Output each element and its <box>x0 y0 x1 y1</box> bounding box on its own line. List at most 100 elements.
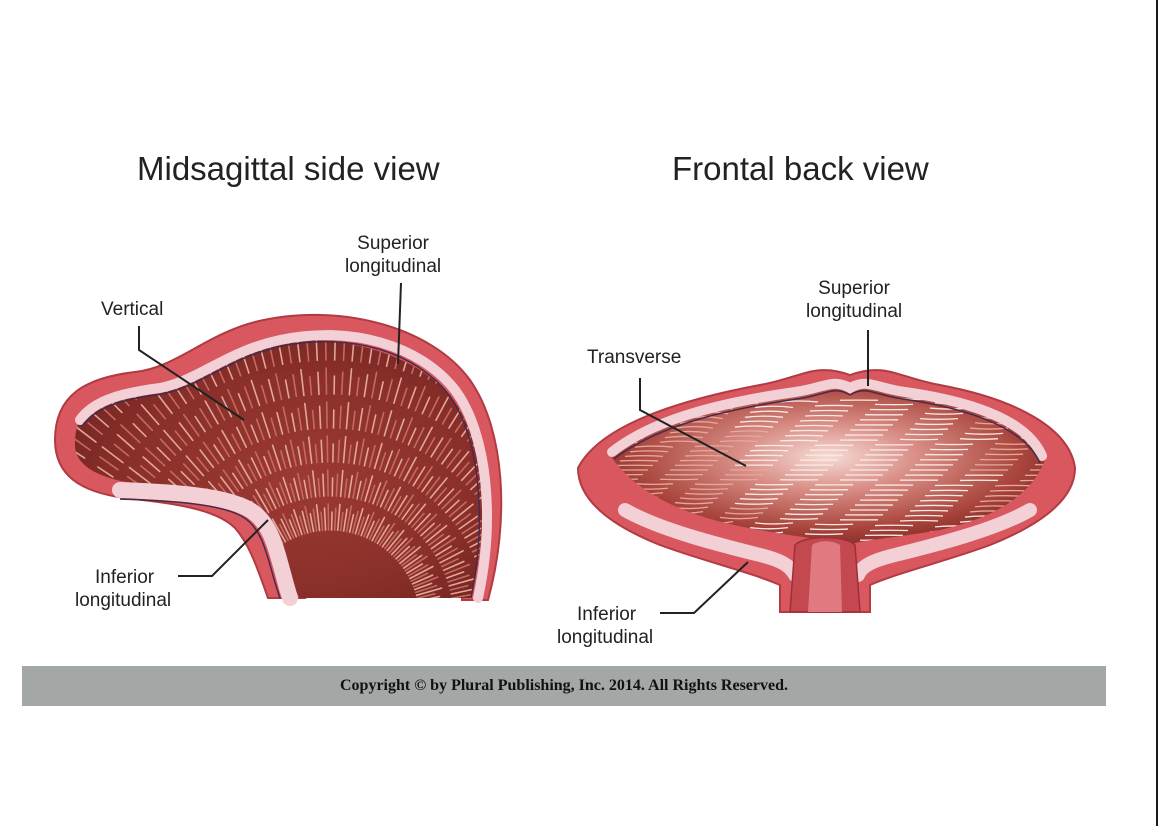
side-fiber-stroke <box>250 379 261 407</box>
page-right-border <box>1156 0 1158 826</box>
side-fiber-stroke <box>163 429 182 451</box>
side-fiber-stroke <box>293 477 301 501</box>
front-fiber-stroke <box>1050 532 1088 534</box>
side-fiber-stroke <box>419 605 437 608</box>
side-fiber-stroke <box>551 568 573 573</box>
side-fiber-stroke <box>302 441 308 465</box>
side-fiber-stroke <box>199 449 215 469</box>
front-fiber-stroke <box>919 417 959 420</box>
side-fiber-stroke <box>134 540 153 550</box>
front-fiber-stroke <box>724 435 764 438</box>
side-fiber-stroke <box>143 505 168 521</box>
side-fiber-stroke <box>407 427 417 446</box>
side-fiber-stroke <box>16 584 38 587</box>
front-fiber-stroke <box>749 410 789 414</box>
side-fiber-stroke <box>172 530 194 543</box>
side-fiber-stroke <box>388 448 401 475</box>
side-fiber-stroke <box>441 489 462 510</box>
side-fiber-stroke <box>401 503 414 521</box>
side-fiber-stroke <box>201 540 226 557</box>
side-fiber-stroke <box>546 408 559 420</box>
side-fiber-stroke <box>343 478 348 498</box>
side-fiber-stroke <box>383 410 393 437</box>
side-fiber-stroke <box>309 512 315 533</box>
side-fiber-stroke <box>511 549 528 555</box>
side-fiber-stroke <box>75 425 97 443</box>
side-fiber-stroke <box>575 526 592 532</box>
side-fiber-stroke <box>158 395 173 415</box>
front-fiber-stroke <box>719 516 759 520</box>
side-fiber-stroke <box>424 437 436 455</box>
side-fiber-stroke <box>75 531 84 541</box>
front-fiber-stroke <box>724 512 764 515</box>
side-superior-leader <box>397 282 402 365</box>
side-fiber-stroke <box>537 452 551 463</box>
side-inferior-label-line2: longitudinal <box>75 590 172 611</box>
side-fiber-stroke <box>261 412 271 439</box>
side-fiber-stroke <box>225 589 245 596</box>
side-fiber-stroke <box>219 476 235 496</box>
side-fiber-stroke <box>378 452 387 471</box>
side-fiber-stroke <box>352 471 359 499</box>
side-fiber-stroke <box>439 549 464 564</box>
side-fiber-stroke <box>347 474 354 499</box>
side-fiber-stroke <box>224 601 242 604</box>
side-fiber-stroke <box>376 523 390 545</box>
side-fiber-stroke <box>411 512 425 528</box>
side-fiber-stroke <box>93 542 116 551</box>
side-fiber-stroke <box>182 515 202 530</box>
side-fiber-stroke <box>75 495 97 509</box>
side-fiber-stroke <box>368 484 376 504</box>
front-fiber-stroke <box>784 513 824 516</box>
front-fiber-stroke <box>989 448 1029 451</box>
side-fiber-stroke <box>464 527 482 539</box>
side-fiber-stroke <box>368 444 376 468</box>
side-fiber-stroke <box>448 501 467 518</box>
side-fiber-stroke <box>199 407 213 429</box>
side-fiber-stroke <box>23 564 41 567</box>
side-fiber-stroke <box>317 477 321 498</box>
side-fiber-stroke <box>213 444 225 461</box>
front-superior-band <box>607 378 1047 461</box>
side-fiber-stroke <box>435 396 449 422</box>
side-fiber-stroke <box>487 600 509 603</box>
copyright-text: Copyright © by Plural Publishing, Inc. 2… <box>340 677 788 694</box>
front-fiber-stroke <box>659 440 699 443</box>
side-fiber-stroke <box>284 379 290 399</box>
side-fiber-stroke <box>140 465 156 479</box>
side-fiber-stroke <box>220 579 247 591</box>
front-fiber-stroke <box>634 483 674 486</box>
side-fiber-stroke <box>383 450 394 473</box>
side-fiber-stroke <box>221 395 233 418</box>
side-fiber-stroke <box>163 539 189 553</box>
copyright-bar: Copyright © by Plural Publishing, Inc. 2… <box>22 666 1106 706</box>
front-transverse-leader <box>639 378 747 467</box>
front-superior-label-line1: Superior <box>818 278 890 299</box>
front-fiber-stroke <box>674 501 714 505</box>
side-fiber-stroke <box>416 466 433 490</box>
side-fiber-stroke <box>589 598 615 600</box>
side-fiber-stroke <box>419 608 441 611</box>
side-fiber-stroke <box>409 565 434 580</box>
front-fiber-stroke <box>679 497 719 500</box>
side-fiber-stroke <box>255 418 265 441</box>
side-fiber-stroke <box>239 559 256 572</box>
side-fiber-stroke <box>360 514 370 537</box>
side-fiber-stroke <box>523 493 538 502</box>
side-fiber-stroke <box>489 396 502 414</box>
side-fiber-stroke <box>413 313 420 338</box>
side-fiber-stroke <box>282 406 290 434</box>
side-fiber-stroke <box>216 590 244 598</box>
side-fiber-stroke <box>75 559 77 566</box>
side-fiber-stroke <box>306 342 310 362</box>
side-fiber-stroke <box>94 551 114 559</box>
side-fiber-stroke <box>389 419 397 439</box>
side-fiber-stroke <box>47 578 73 582</box>
side-fiber-stroke <box>102 528 122 537</box>
side-fiber-stroke <box>203 553 221 564</box>
side-fiber-stroke <box>57 570 75 573</box>
side-fiber-stroke <box>615 544 633 548</box>
side-fiber-stroke <box>320 511 324 532</box>
side-fiber-stroke <box>379 522 396 546</box>
side-fiber-stroke <box>196 456 210 473</box>
